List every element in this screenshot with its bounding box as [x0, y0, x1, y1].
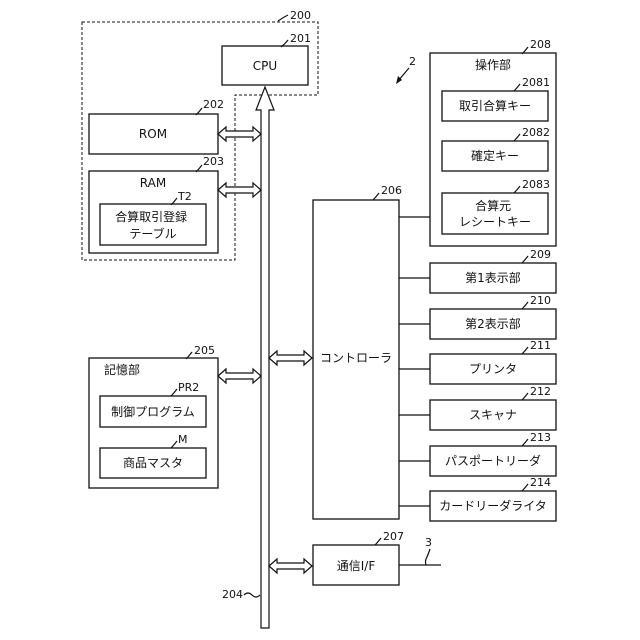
ops-key-label-line: レシートキー	[459, 215, 531, 229]
comm-ref-leader	[375, 538, 381, 545]
group-200-leader	[278, 15, 288, 21]
ops-key-ref: 2083	[522, 178, 550, 191]
device-ref: 211	[530, 339, 551, 352]
device-ref: 212	[530, 385, 551, 398]
network-ref-leader	[426, 549, 431, 565]
device-213: パスポートリーダ 213	[399, 431, 556, 476]
figure-ref-arrow	[396, 68, 409, 84]
device-ref: 213	[530, 431, 551, 444]
device-label: パスポートリーダ	[445, 453, 541, 468]
ram-ref: 203	[203, 155, 224, 168]
device-ref: 210	[530, 294, 551, 307]
ops-key-ref: 2082	[522, 126, 550, 139]
device-212: スキャナ 212	[399, 385, 556, 430]
cpu-ref: 201	[290, 32, 311, 45]
device-ref-leader	[522, 302, 528, 309]
rom-ref: 202	[203, 98, 224, 111]
device-ref-leader	[522, 256, 528, 263]
device-label: 第2表示部	[465, 316, 521, 331]
device-211: プリンタ 211	[399, 339, 556, 384]
controller-label: コントローラ	[320, 351, 392, 365]
storage-bus-arrow	[218, 369, 261, 383]
device-214: カードリーダライタ 214	[399, 476, 556, 521]
device-ref: 214	[530, 476, 551, 489]
storage-label: 記憶部	[104, 362, 140, 377]
ops-ref: 208	[530, 38, 551, 51]
device-209: 第1表示部 209	[399, 248, 556, 293]
comm-ref: 207	[383, 530, 404, 543]
ram-label: RAM	[140, 176, 166, 190]
controller-ref: 206	[381, 184, 402, 197]
ops-key-label-line: 合算元	[475, 198, 511, 213]
figure-ref: 2	[409, 55, 416, 68]
network-ref: 3	[425, 536, 432, 549]
device-ref-leader	[522, 484, 528, 491]
device-ref-leader	[522, 439, 528, 446]
device-ref: 209	[530, 248, 551, 261]
m-ref: M	[178, 433, 188, 446]
bus-ref: 204	[222, 588, 243, 601]
comm-label: 通信I/F	[337, 559, 376, 573]
cpu-label: CPU	[253, 59, 277, 73]
t2-label-line: 合算取引登録	[115, 209, 187, 224]
controller-bus-arrow	[269, 351, 312, 365]
ram-bus-arrow	[218, 183, 261, 197]
storage-ref: 205	[194, 344, 215, 357]
bus-ref-leader	[244, 593, 260, 597]
pr2-label: 制御プログラム	[111, 404, 195, 419]
comm-bus-arrow	[269, 559, 312, 573]
ops-key-label: 取引合算キー	[459, 98, 531, 113]
t2-ref: T2	[177, 190, 192, 203]
device-label: プリンタ	[469, 362, 517, 376]
ops-key-ref: 2081	[522, 76, 550, 89]
ops-key-label: 確定キー	[471, 148, 519, 163]
m-label: 商品マスタ	[123, 455, 183, 470]
controller-ref-leader	[373, 193, 379, 200]
device-label: スキャナ	[469, 408, 517, 422]
device-ref-leader	[522, 347, 528, 354]
device-ref-leader	[522, 393, 528, 400]
pr2-ref: PR2	[178, 381, 199, 394]
device-label: カードリーダライタ	[439, 498, 547, 513]
rom-label: ROM	[139, 127, 167, 141]
rom-bus-arrow	[218, 127, 261, 141]
device-label: 第1表示部	[465, 270, 521, 285]
ops-label: 操作部	[475, 57, 511, 72]
group-200-ref: 200	[290, 9, 311, 22]
device-210: 第2表示部 210	[399, 294, 556, 339]
t2-label-line: テーブル	[129, 226, 176, 241]
